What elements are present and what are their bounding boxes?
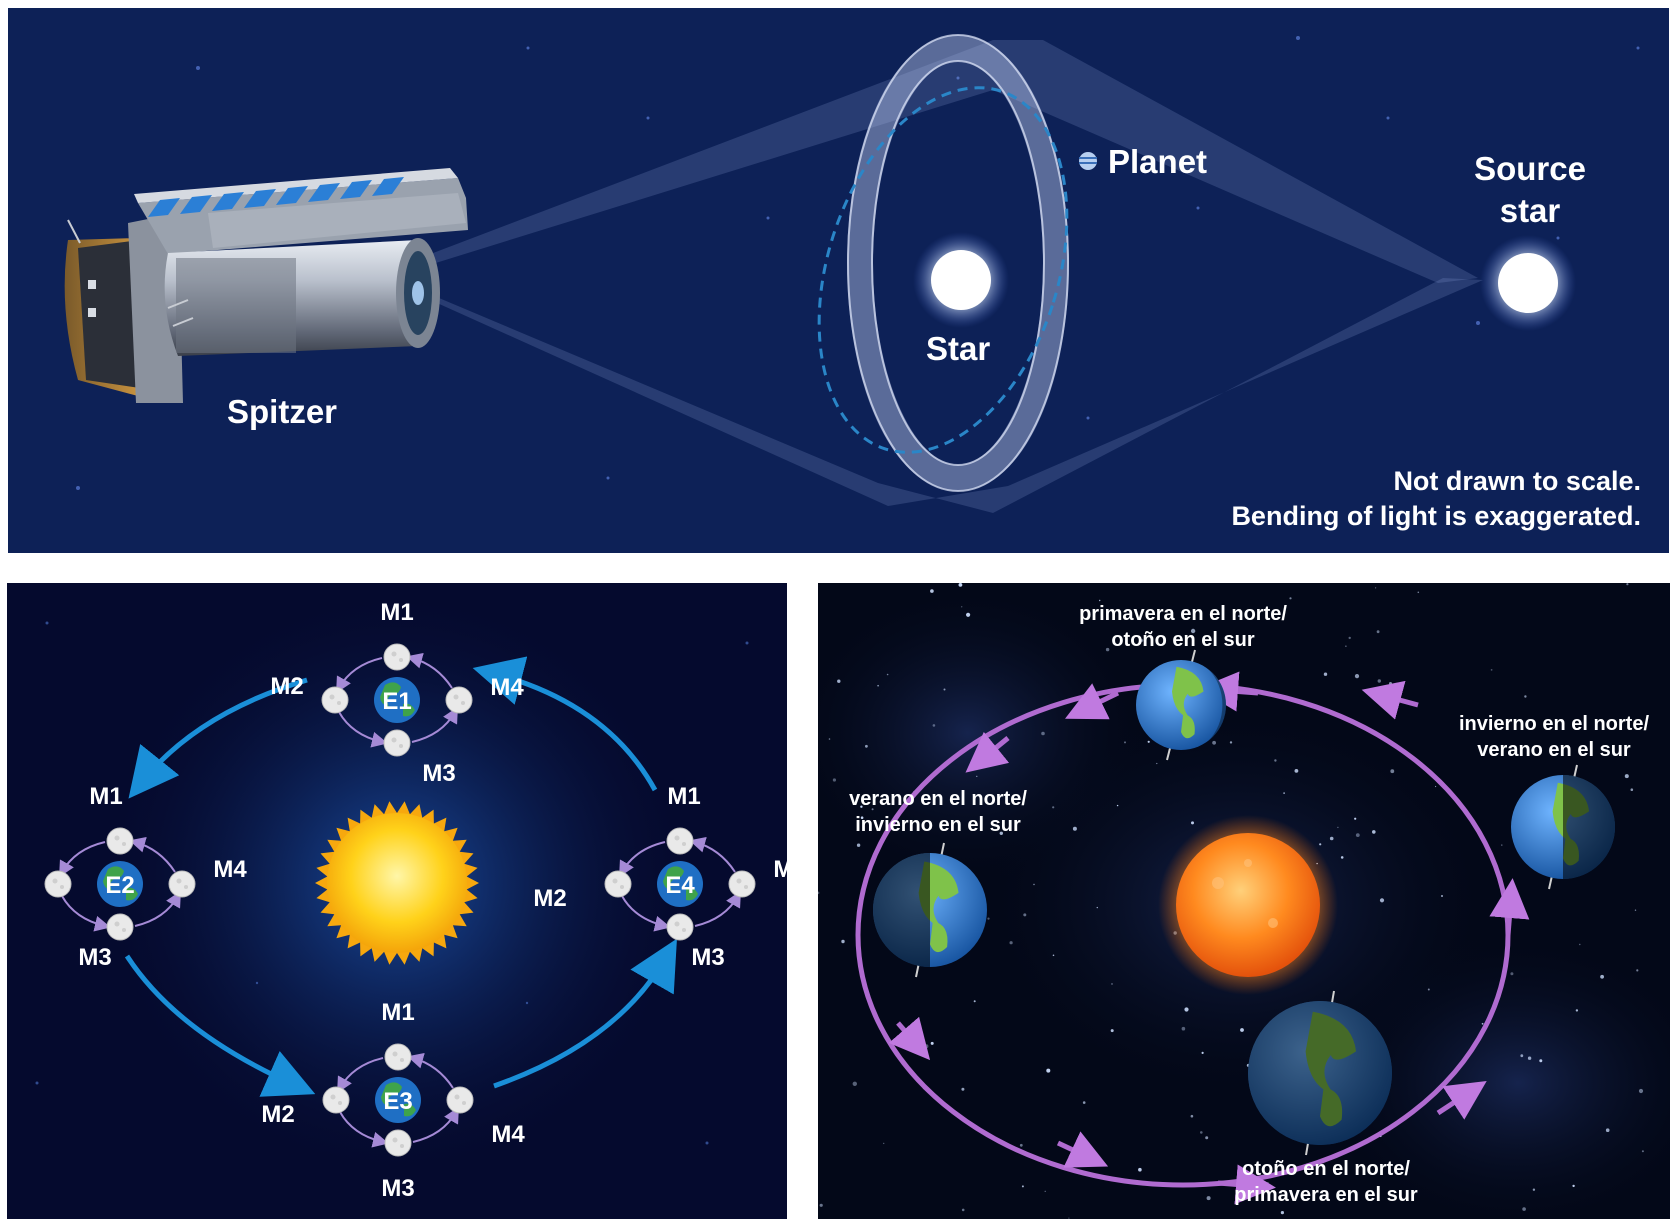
moon-icon	[666, 827, 694, 855]
moon-label-top: M1	[381, 999, 415, 1026]
moon-label-top: M1	[89, 783, 123, 810]
earth-moon-system: E1	[321, 643, 473, 757]
moon-icon	[446, 1086, 474, 1114]
moon-label-bottom: M3	[381, 1175, 415, 1202]
moon-label-left: M2	[270, 673, 304, 700]
moon-icon	[168, 870, 196, 898]
moon-icon	[383, 729, 411, 757]
scale-note-line1: Not drawn to scale.	[1393, 466, 1641, 496]
earth-moon-system: E3	[322, 1043, 474, 1157]
spitzer-telescope-icon	[64, 168, 468, 403]
season-label-bottom: otoño en el norte/ primavera en el sur	[1234, 1156, 1417, 1208]
microlensing-panel: Spitzer Star Planet Source star Not draw…	[8, 8, 1669, 553]
moon-icon	[44, 870, 72, 898]
moon-orbit-arrows	[336, 652, 458, 748]
earth-label: E3	[383, 1088, 412, 1115]
moon-label-left: M2	[261, 1101, 295, 1128]
moon-label-right: M4	[490, 674, 524, 701]
sun-icon	[1158, 815, 1338, 995]
background-stars	[76, 36, 1640, 490]
moon-icon	[321, 686, 349, 714]
scale-note: Not drawn to scale. Bending of light is …	[1231, 464, 1641, 534]
season-label-left: verano en el norte/ invierno en el sur	[849, 786, 1027, 838]
season-label-left-line2: invierno en el sur	[855, 814, 1021, 836]
earth-icon: E1	[374, 677, 420, 723]
earth-icon: E2	[97, 861, 143, 907]
moon-icon	[384, 1043, 412, 1071]
earth-spring-icon	[1136, 649, 1226, 761]
moon-label-right: M4	[213, 856, 247, 883]
earth-autumn-icon	[1248, 990, 1392, 1156]
einstein-ring	[847, 35, 1069, 491]
planet-orbit	[817, 86, 1069, 454]
moon-icon	[384, 1129, 412, 1157]
moon-label-top: M1	[380, 599, 414, 626]
season-label-right-line1: invierno en el norte/	[1458, 713, 1650, 735]
earth-summer-icon	[873, 842, 987, 978]
season-label-right: invierno en el norte/ verano en el sur	[1459, 711, 1649, 763]
moon-label-bottom: M3	[78, 944, 112, 971]
moon-icon	[604, 870, 632, 898]
earth-label: E4	[665, 872, 695, 899]
moon-label-right: M4	[491, 1121, 525, 1148]
moon-icon	[383, 643, 411, 671]
moon-orbit-arrows	[619, 836, 741, 932]
season-label-top-line2: otoño en el sur	[1111, 629, 1255, 651]
season-label-right-line2: verano en el sur	[1477, 739, 1631, 761]
moon-label-right: M4	[773, 856, 787, 883]
earth-winter-icon	[1511, 764, 1615, 890]
source-star-label: Source star	[1474, 148, 1586, 232]
earth-orbit-arrows	[124, 656, 677, 1097]
seasons-panel: primavera en el norte/ otoño en el sur i…	[818, 583, 1670, 1219]
moon-label-bottom: M3	[691, 944, 725, 971]
earth-icon: E4	[657, 861, 703, 907]
moon-orbit-arrows	[59, 836, 181, 932]
star-label: Star	[926, 330, 991, 367]
scale-note-line2: Bending of light is exaggerated.	[1231, 501, 1641, 531]
moon-icon	[728, 870, 756, 898]
season-label-bottom-line2: primavera en el sur	[1234, 1184, 1418, 1206]
background-stars	[35, 621, 749, 1145]
moon-label-left: M2	[533, 885, 567, 912]
planet-icon	[1079, 152, 1097, 170]
earth-label: E2	[105, 872, 134, 899]
seasons-illustration	[818, 583, 1670, 1219]
source-star-label-line1: Source	[1474, 150, 1586, 187]
season-label-top: primavera en el norte/ otoño en el sur	[1079, 601, 1287, 653]
orbit-arrows	[888, 671, 1530, 1205]
earth-icon: E3	[375, 1077, 421, 1123]
moon-icon	[106, 913, 134, 941]
season-label-bottom-line1: otoño en el norte/	[1242, 1158, 1410, 1180]
season-label-top-line1: primavera en el norte/	[1079, 603, 1287, 625]
planet-label: Planet	[1108, 143, 1208, 180]
moon-label-bottom: M3	[422, 760, 456, 787]
moon-label-top: M1	[667, 783, 701, 810]
moon-icon	[666, 913, 694, 941]
moon-icon	[445, 686, 473, 714]
earth-moon-system: E2	[44, 827, 196, 941]
moon-orbit-arrows	[337, 1052, 459, 1148]
spitzer-label: Spitzer	[227, 393, 338, 430]
moon-icon	[322, 1086, 350, 1114]
season-label-left-line1: verano en el norte/	[849, 788, 1027, 810]
source-star-label-line2: star	[1499, 192, 1561, 229]
moon-icon	[106, 827, 134, 855]
earth-label: E1	[382, 688, 411, 715]
microlensing-illustration	[64, 34, 1640, 513]
light-beams	[420, 40, 1483, 513]
earth-moon-system: E4	[604, 827, 756, 941]
sun-icon	[315, 801, 479, 965]
